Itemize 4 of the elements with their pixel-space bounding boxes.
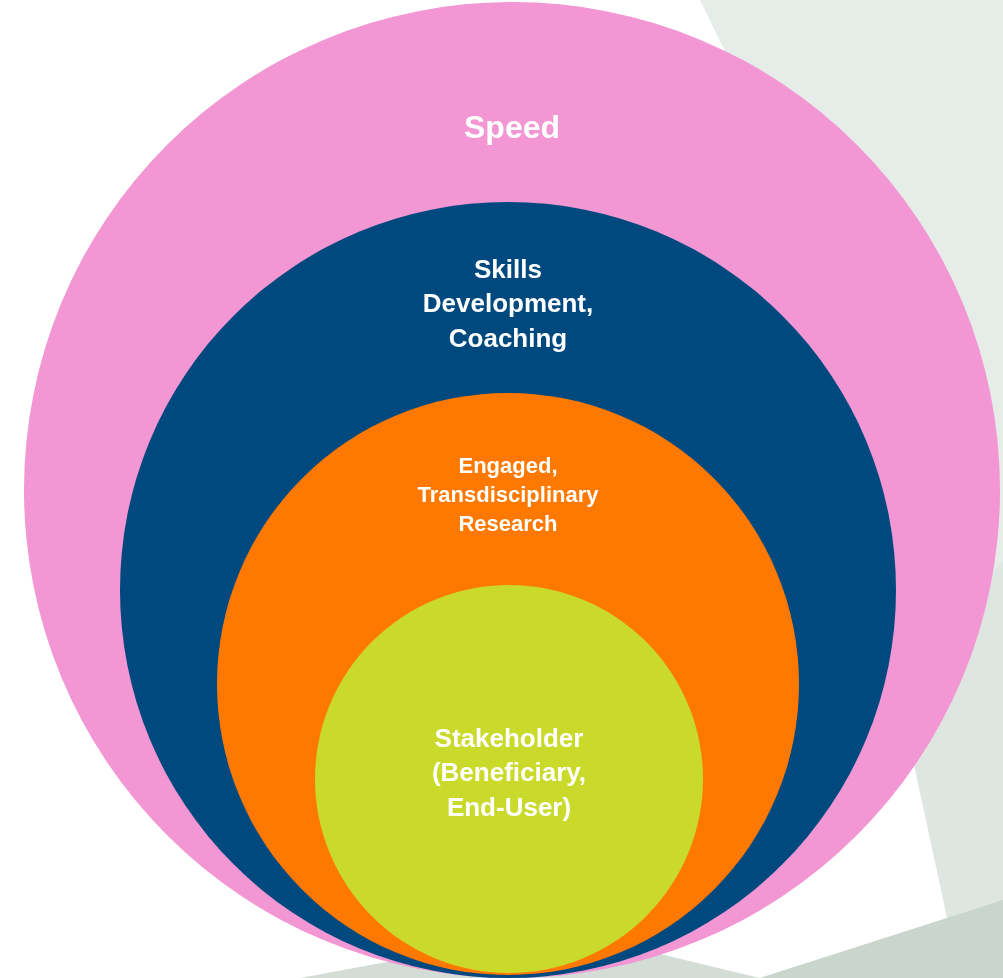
circle-label: Speed: [463, 108, 561, 147]
circle-label: Engaged, Transdisciplinary Research: [416, 452, 600, 539]
circle-label: Stakeholder (Beneficiary, End-User): [430, 722, 588, 824]
circle-label: Skills Development, Coaching: [421, 253, 595, 355]
